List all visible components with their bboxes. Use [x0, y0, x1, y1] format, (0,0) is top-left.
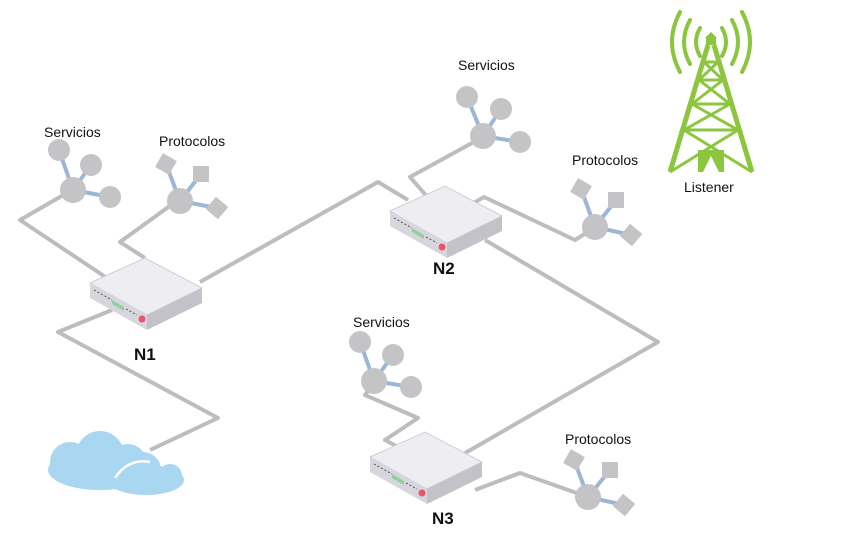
listener-label: Listener — [684, 179, 734, 195]
link-n1-n2 — [199, 180, 410, 284]
link-n1-cloud — [56, 308, 220, 452]
link-n1-services — [18, 188, 112, 282]
services-label-n3: Servicios — [353, 314, 410, 330]
service-cluster-n3 — [349, 331, 422, 398]
router-n2 — [388, 185, 504, 258]
protocols-label-n2: Protocolos — [572, 152, 638, 168]
link-n1-protocols — [118, 198, 180, 260]
link-n2-n3 — [459, 238, 660, 458]
node-label-n3: N3 — [432, 509, 454, 528]
protocol-cluster-n1 — [155, 153, 229, 220]
link-n3-protocols — [474, 471, 589, 499]
services-label-n1: Servicios — [44, 124, 101, 140]
cloud-icon — [48, 431, 184, 495]
protocols-label-n3: Protocolos — [565, 431, 631, 447]
service-cluster-n1 — [48, 139, 121, 208]
router-n1 — [88, 257, 204, 330]
cloud-highlight — [113, 460, 151, 479]
protocols-label-n1: Protocolos — [159, 133, 225, 149]
protocol-cluster-n3 — [563, 449, 636, 517]
tower-icon — [667, 10, 755, 174]
node-label-n1: N1 — [134, 345, 156, 364]
service-cluster-n2 — [456, 86, 531, 153]
protocol-cluster-n2 — [570, 178, 643, 247]
node-label-n2: N2 — [433, 259, 455, 278]
router-n3 — [368, 431, 484, 504]
link-n2-services — [408, 135, 484, 202]
services-label-n2: Servicios — [458, 57, 515, 73]
